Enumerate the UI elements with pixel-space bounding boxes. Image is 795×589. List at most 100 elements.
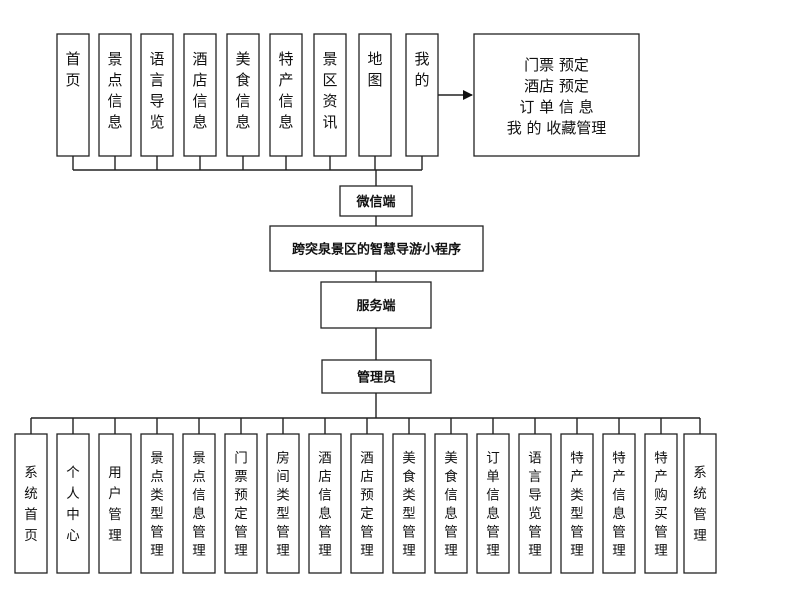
submenu-item: 订 单 信 息	[519, 98, 593, 116]
admin-module-13: 语言导览管理	[518, 433, 552, 574]
admin-module-1: 系统首页	[14, 433, 48, 574]
module-box	[405, 33, 439, 157]
module-box	[98, 33, 132, 157]
module-box	[434, 433, 468, 574]
module-box	[358, 33, 392, 157]
module-box	[56, 33, 90, 157]
system-title-node: 跨突泉景区的智慧导游小程序	[269, 225, 484, 272]
wechat-module-4: 酒店信息	[183, 33, 217, 157]
module-label: 语言导览	[149, 50, 164, 131]
wechat-client-node: 微信端	[339, 185, 413, 217]
admin-module-12: 订单信息管理	[476, 433, 510, 574]
module-label: 特产购买管理	[654, 450, 668, 559]
connector-lines	[30, 156, 701, 434]
module-box	[182, 433, 216, 574]
module-label: 门票预定管理	[234, 450, 248, 559]
module-label: 房间类型管理	[276, 450, 290, 559]
module-box	[644, 433, 678, 574]
module-label: 酒店预定管理	[360, 450, 374, 559]
node-box	[269, 225, 484, 272]
wechat-module-5: 美食信息	[226, 33, 260, 157]
admin-module-4: 景点类型管理	[140, 433, 174, 574]
admin-module-15: 特产信息管理	[602, 433, 636, 574]
admin-module-17: 系统管理	[683, 433, 717, 574]
node-label: 管理员	[357, 370, 396, 386]
module-box	[269, 33, 303, 157]
node-box	[320, 281, 432, 329]
module-box	[476, 433, 510, 574]
module-box	[392, 433, 426, 574]
module-label: 个人中心	[66, 465, 80, 544]
module-box	[224, 433, 258, 574]
wechat-module-2: 景点信息	[98, 33, 132, 157]
node-label: 服务端	[356, 298, 395, 314]
module-label: 景区资讯	[322, 50, 337, 131]
module-box	[683, 433, 717, 574]
module-label: 景点信息管理	[192, 450, 206, 559]
module-box	[183, 33, 217, 157]
module-label: 特产信息管理	[612, 450, 626, 559]
module-label: 特产类型管理	[570, 450, 584, 559]
module-box	[350, 433, 384, 574]
wechat-module-7: 景区资讯	[313, 33, 347, 157]
module-label: 特产信息	[278, 50, 293, 131]
module-box	[226, 33, 260, 157]
module-box	[98, 433, 132, 574]
module-box	[56, 433, 90, 574]
module-label: 景点类型管理	[150, 450, 164, 559]
module-box	[308, 433, 342, 574]
module-box	[140, 433, 174, 574]
submenu-item: 我 的 收藏管理	[507, 119, 607, 137]
admin-module-11: 美食信息管理	[434, 433, 468, 574]
admin-module-7: 房间类型管理	[266, 433, 300, 574]
node-box	[321, 359, 432, 394]
module-box	[14, 433, 48, 574]
module-box	[313, 33, 347, 157]
module-box	[140, 33, 174, 157]
wechat-module-1: 首页	[56, 33, 90, 157]
module-label: 美食信息管理	[444, 450, 458, 559]
module-label: 订单信息管理	[486, 450, 500, 559]
submenu-item: 门票 预定	[524, 56, 589, 74]
module-label: 酒店信息管理	[318, 450, 332, 559]
module-label: 地图	[367, 50, 382, 89]
module-label: 语言导览管理	[528, 450, 542, 559]
admin-module-6: 门票预定管理	[224, 433, 258, 574]
module-label: 用户管理	[108, 465, 122, 544]
submenu-box	[473, 33, 640, 157]
wechat-module-3: 语言导览	[140, 33, 174, 157]
module-label: 景点信息	[107, 50, 122, 131]
wechat-module-8: 地图	[358, 33, 392, 157]
node-box	[339, 185, 413, 217]
admin-module-5: 景点信息管理	[182, 433, 216, 574]
submenu-item: 酒店 预定	[524, 77, 589, 95]
wechat-module-9: 我的	[405, 33, 439, 157]
node-label: 跨突泉景区的智慧导游小程序	[292, 242, 461, 258]
admin-module-14: 特产类型管理	[560, 433, 594, 574]
admin-module-16: 特产购买管理	[644, 433, 678, 574]
admin-module-row: 系统首页 个人中心 用户管理 景点类型管理 景点信息管理 门票预定管理 房间类型管理 酒店信息…	[14, 433, 717, 574]
module-label: 首页	[65, 50, 80, 89]
admin-module-9: 酒店预定管理	[350, 433, 384, 574]
module-box	[602, 433, 636, 574]
module-box	[518, 433, 552, 574]
admin-module-10: 美食类型管理	[392, 433, 426, 574]
module-label: 系统管理	[693, 465, 707, 544]
module-label: 酒店信息	[192, 50, 207, 131]
admin-node: 管理员	[321, 359, 432, 394]
admin-module-3: 用户管理	[98, 433, 132, 574]
module-box	[266, 433, 300, 574]
module-box	[560, 433, 594, 574]
module-label: 美食信息	[235, 50, 250, 131]
module-label: 美食类型管理	[402, 450, 416, 559]
module-label: 我的	[414, 50, 429, 89]
wechat-module-6: 特产信息	[269, 33, 303, 157]
node-label: 微信端	[355, 194, 395, 210]
server-node: 服务端	[320, 281, 432, 329]
admin-module-2: 个人中心	[56, 433, 90, 574]
module-label: 系统首页	[24, 465, 38, 544]
